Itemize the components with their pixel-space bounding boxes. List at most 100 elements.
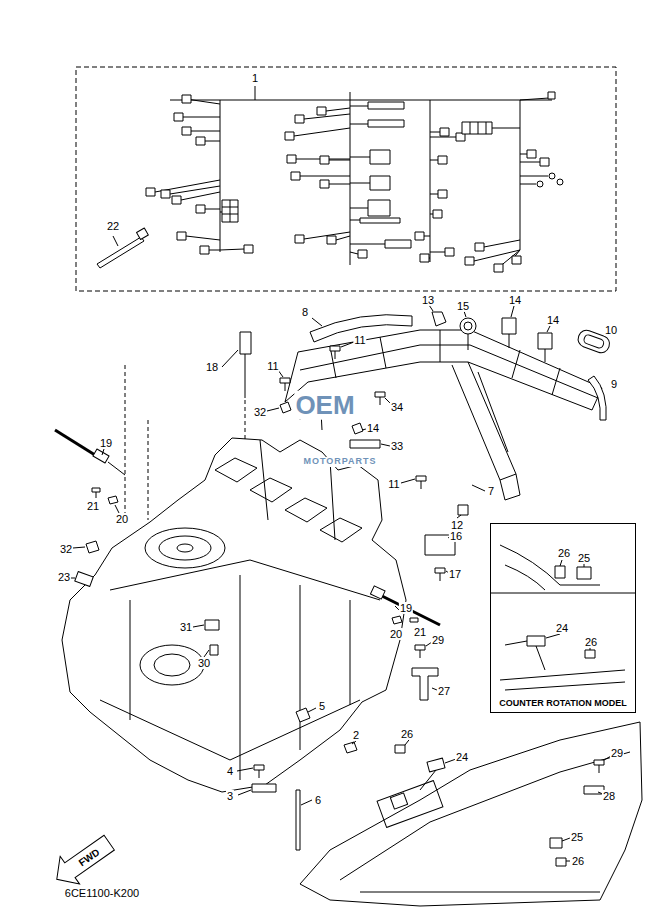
small-parts: [75, 572, 93, 587]
wire-harness: [177, 232, 186, 240]
direction-arrow: FWD: [46, 827, 121, 894]
wire-harness: [285, 132, 294, 140]
harness-bracket: [583, 334, 605, 349]
small-parts: [193, 620, 219, 657]
wire-harness: [222, 200, 238, 222]
engine-block: [145, 528, 225, 568]
small-parts: [429, 305, 446, 326]
model-note: COUNTER ROTATION MODEL: [499, 699, 627, 709]
small-parts: [401, 476, 426, 489]
callout-number: 17: [448, 568, 462, 580]
small-parts: [73, 541, 99, 553]
engine-block: [215, 458, 362, 542]
small-parts: [550, 838, 570, 848]
wire-harness: [475, 243, 484, 251]
small-parts: [509, 306, 550, 362]
wire-harness: [360, 218, 400, 223]
callout-number: 11: [266, 360, 279, 372]
callout-number: 8: [301, 306, 309, 318]
wire-harness: [470, 122, 486, 134]
engine-block: [62, 438, 406, 792]
small-parts: [92, 488, 100, 498]
small-parts: [460, 318, 476, 334]
counter-rotation-sketch: [490, 593, 636, 594]
callout-number: 11: [353, 334, 366, 346]
small-parts: [375, 392, 391, 405]
callout-number: 5: [318, 700, 326, 712]
harness-frame-box: [76, 67, 616, 291]
wire-harness: [548, 92, 555, 99]
small-parts: [457, 515, 461, 518]
callout-number: 19: [99, 437, 113, 449]
wire-harness: [438, 190, 447, 198]
small-parts: [55, 430, 95, 455]
callout-number: 29: [610, 747, 624, 759]
small-parts: [427, 758, 445, 772]
wire-harness: [540, 158, 549, 166]
harness-bracket: [588, 376, 606, 420]
callout-number: 26: [571, 855, 585, 867]
small-parts: [330, 342, 354, 359]
wire-harness: [440, 128, 449, 136]
watermark: MOTORPARTS: [302, 457, 377, 467]
small-parts: [538, 333, 552, 349]
wire-harness: [368, 120, 404, 127]
wire-harness: [494, 264, 503, 272]
callout-number: 3: [226, 790, 234, 802]
small-parts: [392, 616, 418, 624]
callout-number: 29: [431, 634, 445, 646]
harness-bracket: [312, 318, 322, 326]
callout-number: 11: [387, 478, 400, 490]
lower-cowling: [300, 722, 642, 906]
callout-number: 25: [577, 552, 591, 564]
small-parts: [296, 708, 316, 722]
wire-harness: [433, 210, 442, 218]
wire-harness: [295, 235, 304, 243]
engine-block: [62, 365, 406, 792]
harness-bracket: [285, 315, 612, 500]
small-parts: [344, 741, 357, 753]
callout-number: 27: [437, 685, 451, 697]
harness-bracket: [300, 362, 520, 500]
engine-block: [154, 654, 190, 676]
wire-harness: [295, 115, 304, 123]
small-parts: [464, 311, 468, 350]
small-parts: [108, 496, 119, 513]
small-parts: [350, 440, 390, 448]
callout-number: 19: [399, 602, 413, 614]
small-parts: [71, 578, 75, 579]
callout-number: 20: [389, 628, 403, 640]
counter-rotation-sketch: [490, 545, 636, 690]
arrow-outline: [47, 829, 119, 894]
small-parts: [415, 642, 432, 658]
wire-harness: [196, 205, 205, 213]
small-parts: [102, 449, 125, 475]
wire-harness: [200, 246, 209, 254]
counter-rotation-sketch: [577, 567, 591, 579]
wire-harness: [549, 173, 555, 179]
engine-block: [100, 440, 380, 780]
callout-number: 16: [449, 530, 463, 542]
wire-harness: [358, 250, 367, 258]
wire-harness: [415, 232, 424, 240]
callout-number: 31: [179, 621, 193, 633]
lower-cowling: [340, 752, 630, 892]
watermark: OEM: [294, 391, 355, 420]
wire-harness: [370, 150, 390, 164]
small-parts: [240, 332, 251, 354]
wire-harness: [182, 127, 191, 135]
wire-harness: [146, 92, 563, 272]
engine-block: [140, 645, 204, 685]
callout-number: 1: [251, 72, 259, 84]
small-parts: [237, 765, 264, 778]
wire-harness: [420, 254, 429, 262]
callout-number: 26: [584, 636, 598, 648]
wire-harness: [113, 236, 118, 246]
small-parts: [502, 318, 516, 334]
small-parts: [556, 858, 570, 866]
wire-harness: [174, 113, 183, 121]
callout-number: 23: [57, 571, 71, 583]
callout-number: 14: [366, 422, 380, 434]
small-parts: [238, 784, 276, 795]
small-parts: [594, 756, 611, 773]
